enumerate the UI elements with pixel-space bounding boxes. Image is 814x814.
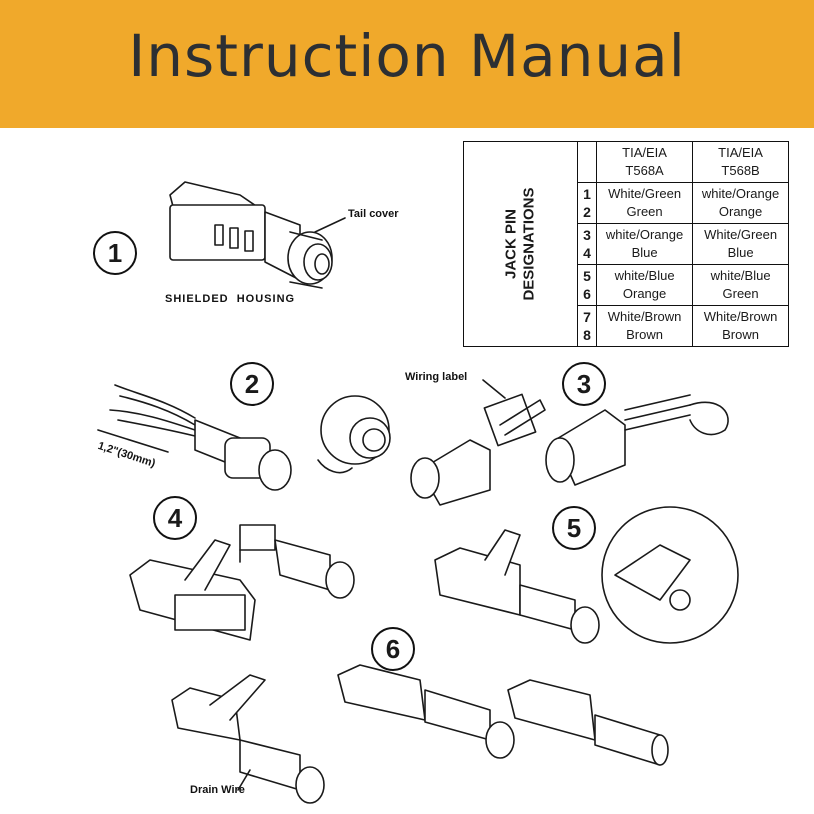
wiring-label-illustration xyxy=(410,379,729,506)
wiring-label-caption: Wiring label xyxy=(405,371,468,383)
step-number-4: 4 xyxy=(153,496,197,540)
step-number-6: 6 xyxy=(371,627,415,671)
step-number-5: 5 xyxy=(552,506,596,550)
step-number-1: 1 xyxy=(93,231,137,275)
step-number-3: 3 xyxy=(562,362,606,406)
shielded-housing-label: SHIELDED HOUSING xyxy=(165,293,296,305)
step-number-2: 2 xyxy=(230,362,274,406)
stripped-cable-illustration xyxy=(97,384,391,491)
closing-illustration xyxy=(434,506,739,644)
assembled-connectors-illustration xyxy=(171,664,669,804)
drain-wire-label: Drain Wire xyxy=(190,784,245,796)
header-banner: Instruction Manual xyxy=(0,0,814,128)
crimping-illustration xyxy=(129,524,355,641)
shielded-housing-illustration xyxy=(169,181,346,289)
page-title: Instruction Manual xyxy=(128,22,686,90)
tail-cover-label: Tail cover xyxy=(348,208,399,220)
